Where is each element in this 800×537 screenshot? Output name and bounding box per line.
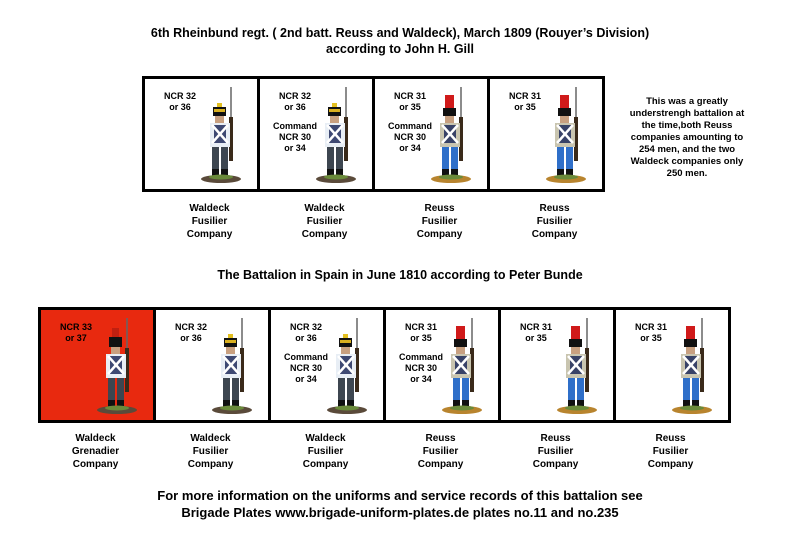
- ncr-value: NCR 33 or 37: [59, 322, 92, 343]
- soldier-figure-icon: [557, 318, 597, 414]
- main-title: 6th Rheinbund regt. ( 2nd batt. Reuss an…: [150, 26, 650, 40]
- company-label: Waldeck Fusilier Company: [187, 433, 234, 470]
- figure-panel: NCR 31 or 35 Command NCR 30 or 34: [386, 310, 498, 420]
- soldier-figure-icon: [212, 318, 252, 414]
- footer-line-2: Brigade Plates www.brigade-uniform-plate…: [181, 505, 619, 520]
- row-1810: NCR 33 or 37 NCR 32 or 36 NCR 32 or 36 Co…: [38, 307, 731, 423]
- soldier-figure-icon: [327, 318, 367, 414]
- figure-panel: NCR 32 or 36 Command NCR 30 or 34: [260, 79, 372, 189]
- figure-panel: NCR 31 or 35 Command NCR 30 or 34: [375, 79, 487, 189]
- command-ncr-value: Command NCR 30 or 34: [387, 121, 432, 153]
- command-ncr-value: Command NCR 30 or 34: [398, 352, 443, 384]
- main-subtitle: according to John H. Gill: [326, 42, 474, 56]
- ncr-value: NCR 32 or 36: [278, 91, 311, 112]
- soldier-figure-icon: [316, 87, 356, 183]
- company-label: Waldeck Grenadier Company: [71, 433, 120, 470]
- figure-panel: NCR 33 or 37: [41, 310, 153, 420]
- soldier-figure-icon: [431, 87, 471, 183]
- soldier-figure-icon: [672, 318, 712, 414]
- footer-line-1: For more information on the uniforms and…: [157, 488, 643, 503]
- soldier-figure-icon: [97, 318, 137, 414]
- company-label: Reuss Fusilier Company: [531, 203, 578, 240]
- company-label: Reuss Fusilier Company: [416, 203, 463, 240]
- ncr-value: NCR 31 or 35: [393, 91, 426, 112]
- company-label: Waldeck Fusilier Company: [302, 433, 349, 470]
- ncr-value: NCR 32 or 36: [163, 91, 196, 112]
- soldier-figure-icon: [546, 87, 586, 183]
- company-label: Reuss Fusilier Company: [417, 433, 464, 470]
- company-label: Waldeck Fusilier Company: [301, 203, 348, 240]
- command-ncr-value: Command NCR 30 or 34: [272, 121, 317, 153]
- ncr-value: NCR 32 or 36: [174, 322, 207, 343]
- row-1810-labels: Waldeck Grenadier Company Waldeck Fusilie…: [38, 432, 728, 471]
- ncr-value: NCR 31 or 35: [404, 322, 437, 343]
- figure-panel: NCR 31 or 35: [616, 310, 728, 420]
- soldier-figure-icon: [201, 87, 241, 183]
- soldier-figure-icon: [442, 318, 482, 414]
- company-label: Reuss Fusilier Company: [647, 433, 694, 470]
- figure-panel: NCR 32 or 36 Command NCR 30 or 34: [271, 310, 383, 420]
- ncr-value: NCR 31 or 35: [634, 322, 667, 343]
- figure-panel: NCR 31 or 35: [490, 79, 602, 189]
- company-label: Waldeck Fusilier Company: [186, 203, 233, 240]
- figure-panel: NCR 32 or 36: [156, 310, 268, 420]
- figure-panel: NCR 32 or 36: [145, 79, 257, 189]
- company-label: Reuss Fusilier Company: [532, 433, 579, 470]
- section-title-1810: The Battalion in Spain in June 1810 acco…: [217, 268, 583, 282]
- ncr-value: NCR 32 or 36: [289, 322, 322, 343]
- command-ncr-value: Command NCR 30 or 34: [283, 352, 328, 384]
- ncr-value: NCR 31 or 35: [508, 91, 541, 112]
- row-1809: NCR 32 or 36 NCR 32 or 36 Command NCR 30 …: [142, 76, 605, 192]
- figure-panel: NCR 31 or 35: [501, 310, 613, 420]
- battalion-note: This was a greatly understrengh battalio…: [629, 96, 745, 179]
- row-1809-labels: Waldeck Fusilier Company Waldeck Fusilier…: [152, 202, 612, 241]
- ncr-value: NCR 31 or 35: [519, 322, 552, 343]
